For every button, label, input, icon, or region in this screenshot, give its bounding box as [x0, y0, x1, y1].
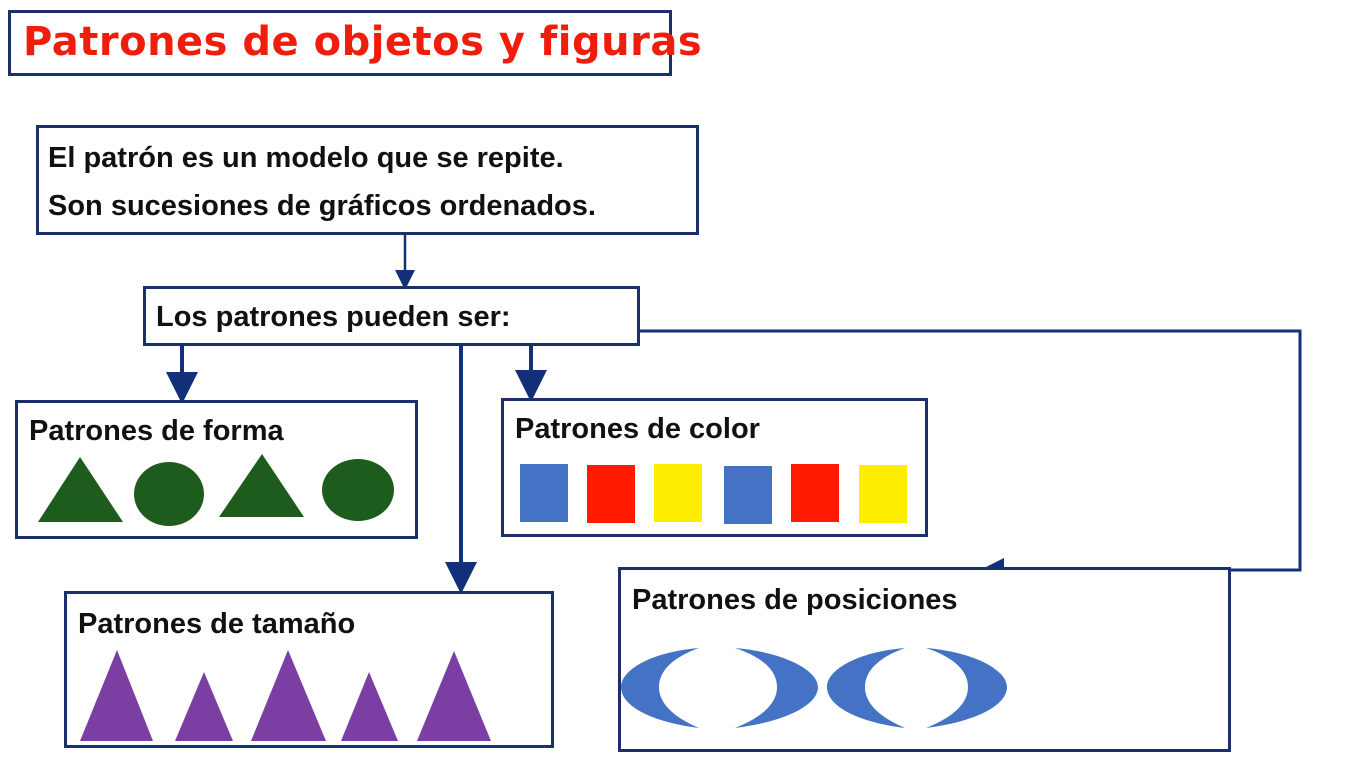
definition-line-2: Son sucesiones de gráficos ordenados.	[48, 190, 596, 222]
tamano-label: Patrones de tamaño	[78, 608, 356, 640]
blue-square-2	[724, 466, 772, 524]
yellow-square-1	[654, 464, 702, 522]
definition-line-1: El patrón es un modelo que se repite.	[48, 142, 564, 174]
forma-pattern-box: Patrones de forma	[15, 400, 418, 539]
large-triangle-2	[251, 650, 326, 741]
page-title: Patrones de objetos y figuras	[23, 19, 703, 65]
types-heading: Los patrones pueden ser:	[156, 301, 511, 333]
crescent-left-1	[621, 648, 699, 728]
red-square-1	[587, 465, 635, 523]
triangle-shape-2	[219, 454, 304, 517]
types-box: Los patrones pueden ser:	[143, 286, 640, 346]
crescent-right-1	[735, 648, 818, 728]
posiciones-label: Patrones de posiciones	[632, 584, 958, 616]
red-square-2	[791, 464, 839, 522]
blue-square-1	[520, 464, 568, 522]
definition-box: El patrón es un modelo que se repite. So…	[36, 125, 699, 235]
tamano-shapes	[80, 650, 491, 741]
small-triangle-2	[341, 672, 398, 741]
large-triangle-3	[417, 651, 491, 741]
color-label: Patrones de color	[515, 413, 760, 445]
forma-shapes	[38, 454, 394, 526]
forma-label: Patrones de forma	[29, 415, 284, 447]
crescent-left-2	[827, 648, 905, 728]
yellow-square-2	[859, 465, 907, 523]
small-triangle-1	[175, 672, 233, 741]
large-triangle-1	[80, 650, 153, 741]
tamano-pattern-box: Patrones de tamaño	[64, 591, 554, 748]
circle-shape-1	[134, 462, 204, 526]
posiciones-shapes	[621, 648, 1007, 728]
title-box: Patrones de objetos y figuras	[8, 10, 702, 76]
posiciones-pattern-box: Patrones de posiciones	[618, 567, 1231, 752]
crescent-right-2	[926, 648, 1007, 728]
color-pattern-box: Patrones de color	[501, 398, 928, 537]
circle-shape-2	[322, 459, 394, 521]
triangle-shape-1	[38, 457, 123, 522]
